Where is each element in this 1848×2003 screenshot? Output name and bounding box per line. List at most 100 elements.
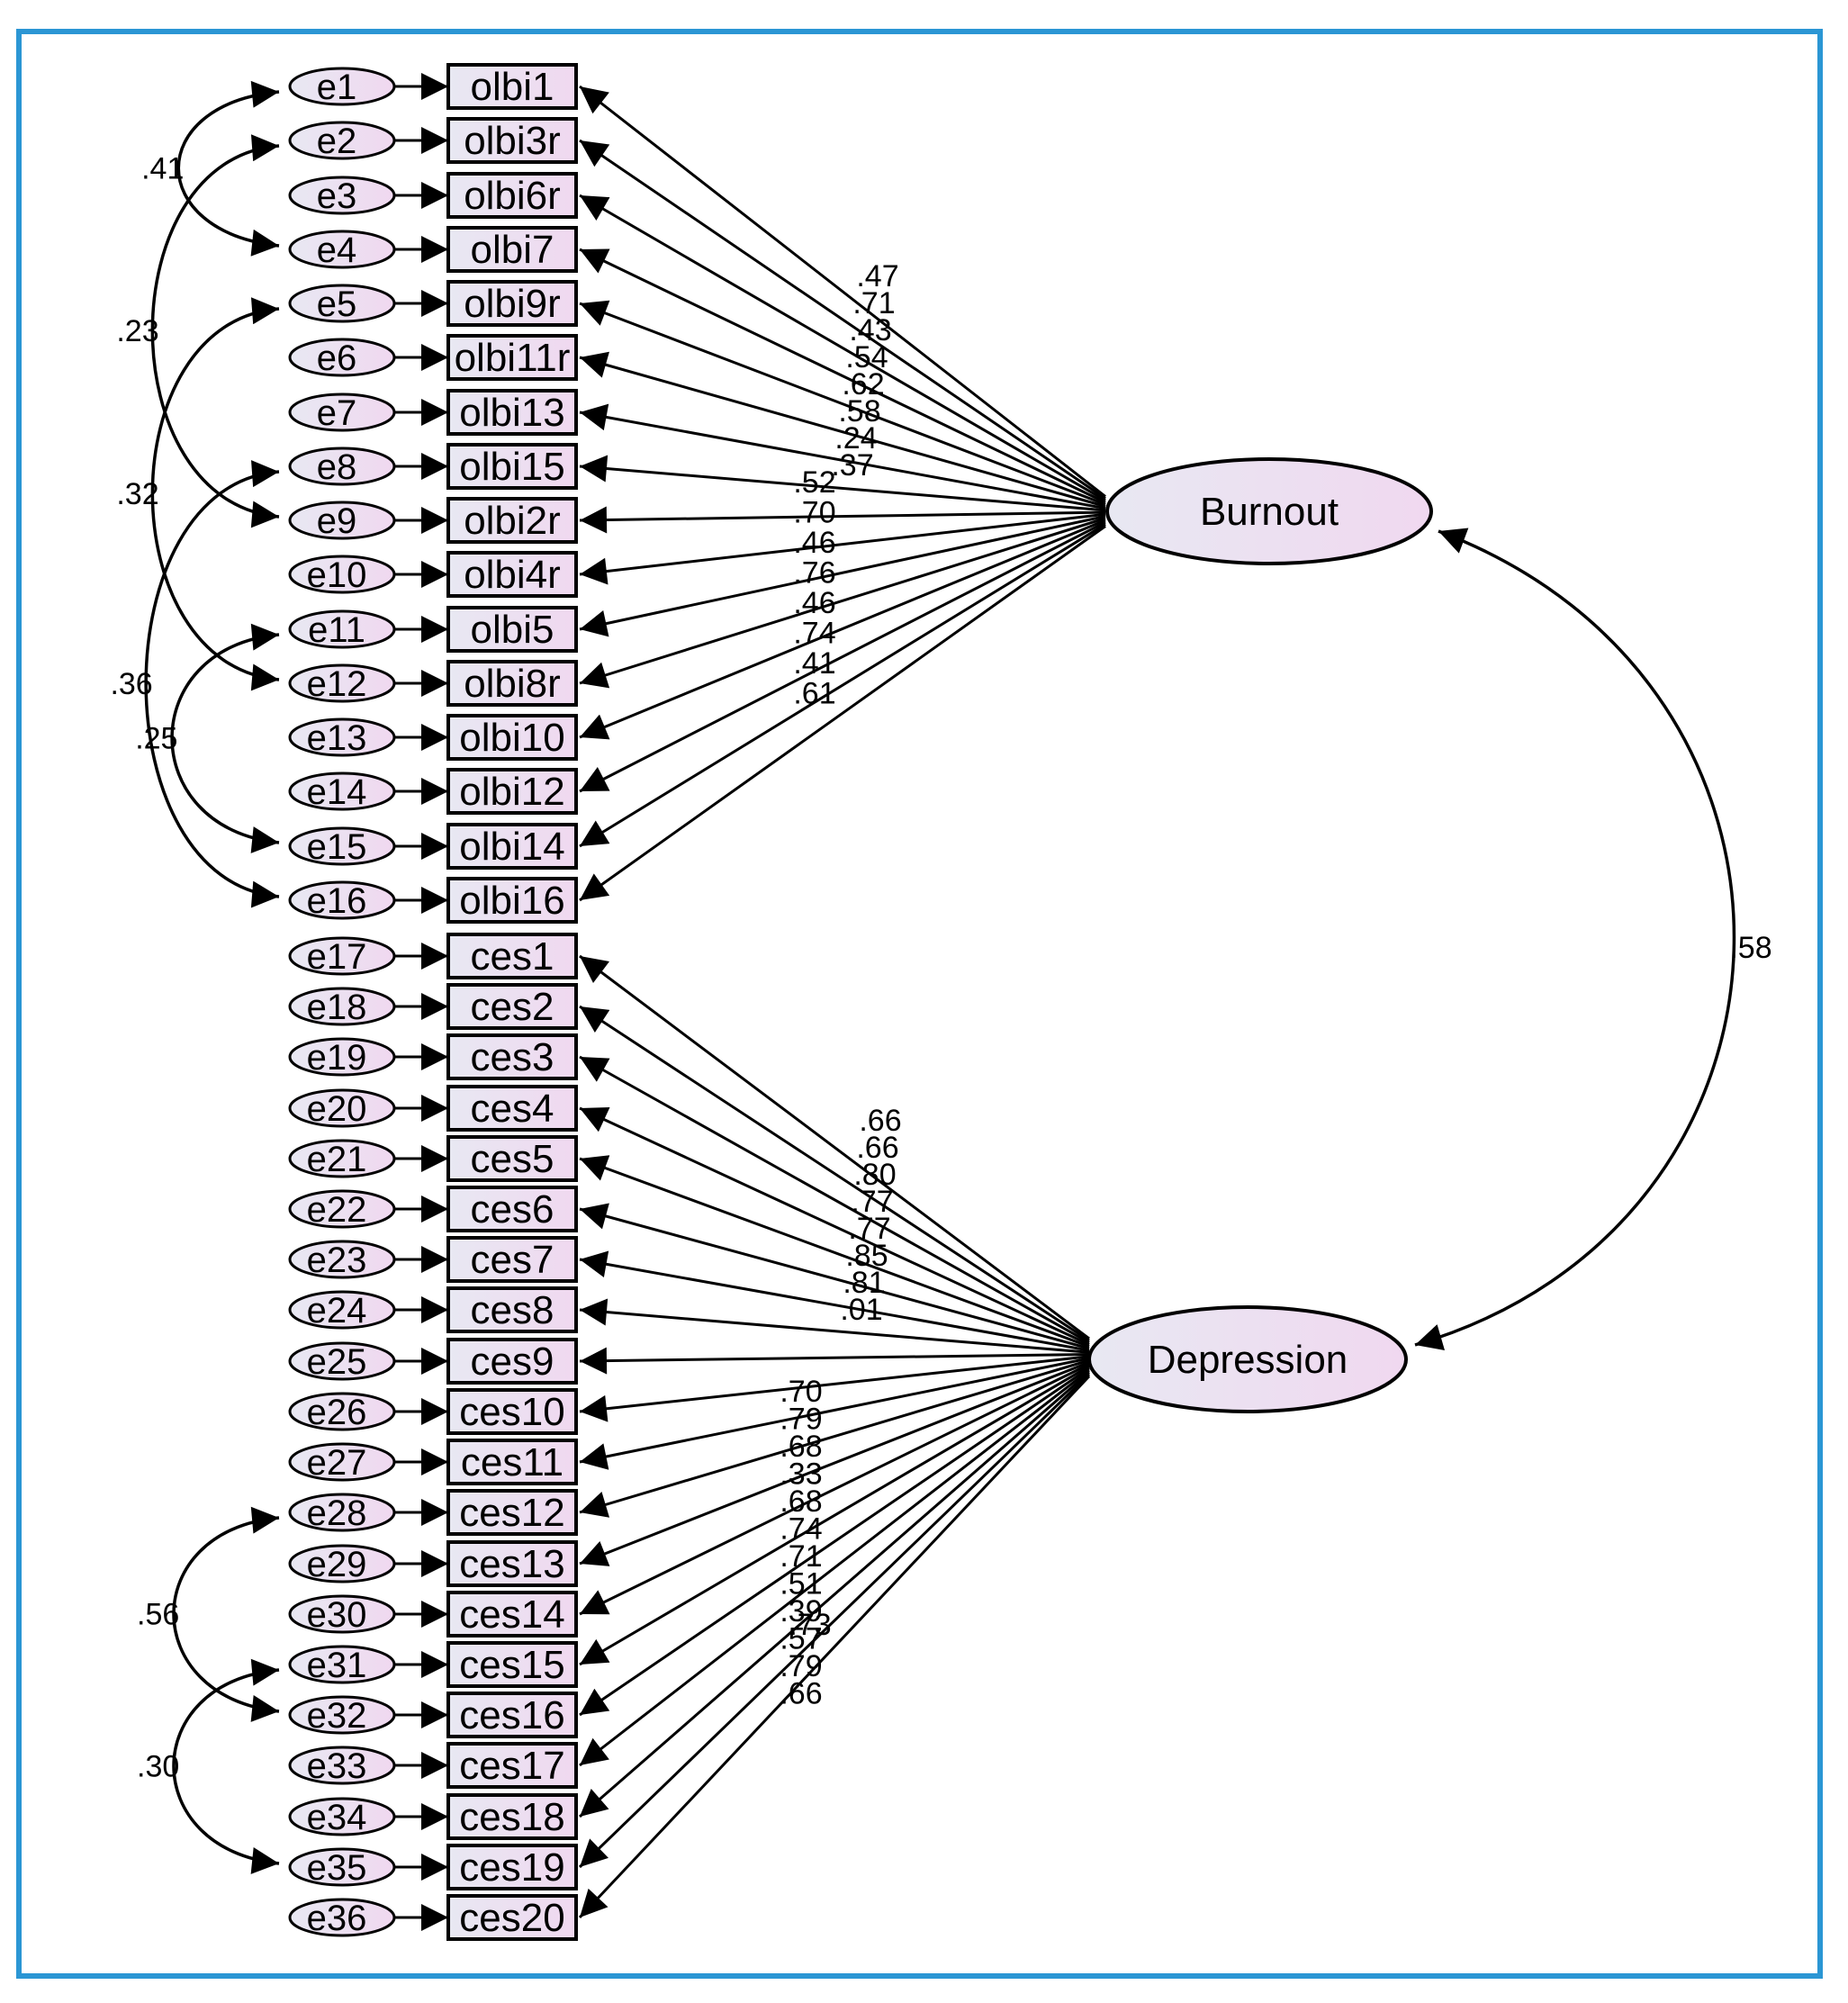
error-term-e11	[288, 609, 396, 649]
error-term-e12	[288, 663, 396, 703]
loading-value: .57	[780, 1622, 822, 1656]
loading-value: .58	[838, 394, 880, 429]
indicator-box-olbi2r	[446, 497, 578, 544]
indicator-label: ces10	[459, 1390, 564, 1434]
error-term-e6	[288, 338, 396, 377]
loading-value: .79	[780, 1649, 822, 1683]
error-label: e26	[307, 1393, 367, 1432]
error-term-e14	[288, 771, 396, 811]
error-term-e21	[288, 1139, 396, 1178]
indicator-label: ces15	[459, 1643, 564, 1687]
latent-correlation-value: .58	[1729, 931, 1771, 965]
error-label: e16	[307, 881, 367, 921]
loading-arrow-olbi7	[579, 248, 1106, 504]
error-paths	[389, 73, 448, 1931]
error-term-e17	[288, 936, 396, 976]
loading-value: .62	[842, 367, 884, 402]
error-label: e23	[307, 1241, 367, 1280]
indicator-label: olbi5	[471, 608, 554, 652]
loading-value: .70	[793, 496, 835, 530]
error-term-e18	[288, 987, 396, 1026]
loading-value: .33	[780, 1457, 822, 1492]
latent-label: Depression	[1148, 1338, 1348, 1382]
error-term-e30	[288, 1594, 396, 1634]
error-label: e28	[307, 1493, 367, 1533]
loading-value: .37	[831, 448, 873, 483]
indicator-label: ces20	[459, 1896, 564, 1940]
error-label: e7	[317, 393, 357, 433]
error-label: e36	[307, 1899, 367, 1938]
error-label: e30	[307, 1595, 367, 1635]
indicator-box-ces6	[446, 1186, 578, 1232]
loading-arrow-olbi8r	[579, 517, 1106, 689]
error-label: e22	[307, 1190, 367, 1230]
indicator-box-ces11	[446, 1439, 578, 1485]
loading-value: .73	[789, 1608, 831, 1642]
loading-arrow-olbi9r	[579, 300, 1106, 506]
error-label: e6	[317, 338, 357, 378]
indicator-box-olbi16	[446, 877, 578, 924]
indicator-label: olbi12	[459, 770, 564, 814]
error-label: e3	[317, 176, 357, 216]
loading-arrow-olbi5	[579, 515, 1106, 637]
covariance-arc-e28-e32	[172, 1506, 280, 1722]
loading-arrow-ces18	[579, 1371, 1090, 1818]
loading-arrow-ces19	[578, 1373, 1091, 1869]
indicator-box-ces13	[446, 1540, 578, 1587]
indicator-box-ces15	[446, 1641, 578, 1688]
indicator-label: olbi15	[459, 445, 564, 489]
loading-arrow-olbi14	[579, 523, 1106, 848]
covariance-arc-e11-e15	[170, 623, 280, 853]
loading-value: .39	[780, 1594, 822, 1629]
error-label: e31	[307, 1646, 367, 1685]
error-term-e36	[288, 1898, 396, 1937]
indicator-box-olbi6r	[446, 172, 578, 219]
indicator-box-olbi3r	[446, 117, 578, 164]
loading-value: .51	[780, 1567, 822, 1601]
error-label: e10	[307, 555, 367, 595]
indicator-box-olbi9r	[446, 280, 578, 327]
loading-arrow-ces6	[579, 1203, 1090, 1350]
indicator-box-ces16	[446, 1692, 578, 1738]
error-covariances: .41.23.32.36.25.56.30	[110, 80, 280, 1874]
covariance-value: .23	[116, 314, 158, 348]
error-label: e20	[307, 1089, 367, 1129]
indicator-label: ces4	[471, 1087, 554, 1131]
loading-value: .43	[849, 313, 891, 347]
loading-value: .76	[793, 556, 835, 591]
indicator-box-ces12	[446, 1489, 578, 1536]
error-label: e35	[307, 1848, 367, 1888]
loading-arrow-ces17	[579, 1368, 1090, 1767]
loading-value: .79	[780, 1403, 822, 1437]
indicator-label: olbi7	[471, 228, 554, 272]
indicator-box-ces14	[446, 1591, 578, 1638]
latent-depression	[1087, 1305, 1408, 1413]
indicator-box-olbi4r	[446, 551, 578, 598]
loading-arrow-ces4	[579, 1106, 1090, 1346]
loading-arrow-ces7	[579, 1250, 1090, 1352]
error-label: e27	[307, 1443, 367, 1483]
indicator-box-ces5	[446, 1135, 578, 1182]
error-term-e20	[288, 1088, 396, 1128]
indicator-box-ces18	[446, 1793, 578, 1840]
indicator-label: ces13	[459, 1542, 564, 1586]
error-term-e35	[288, 1847, 396, 1887]
loading-value: .61	[793, 677, 835, 711]
loading-arrow-ces11	[579, 1357, 1090, 1470]
error-term-e9	[288, 501, 396, 540]
error-label: e19	[307, 1038, 367, 1078]
loading-value: .66	[780, 1677, 822, 1711]
indicator-box-ces9	[446, 1338, 578, 1385]
loading-arrow-olbi4r	[579, 512, 1106, 585]
indicator-label: ces7	[471, 1238, 554, 1282]
loading-value: .80	[853, 1158, 896, 1192]
loading-arrow-olbi10	[579, 519, 1106, 740]
loading-arrow-ces2	[579, 1005, 1090, 1342]
indicator-label: ces5	[471, 1137, 554, 1181]
latent-label: Burnout	[1200, 490, 1339, 534]
indicator-label: ces9	[471, 1340, 554, 1384]
indicator-label: olbi14	[459, 825, 564, 869]
loading-arrow-olbi3r	[579, 139, 1106, 500]
error-term-e29	[288, 1544, 396, 1583]
loading-value: .66	[859, 1104, 901, 1138]
